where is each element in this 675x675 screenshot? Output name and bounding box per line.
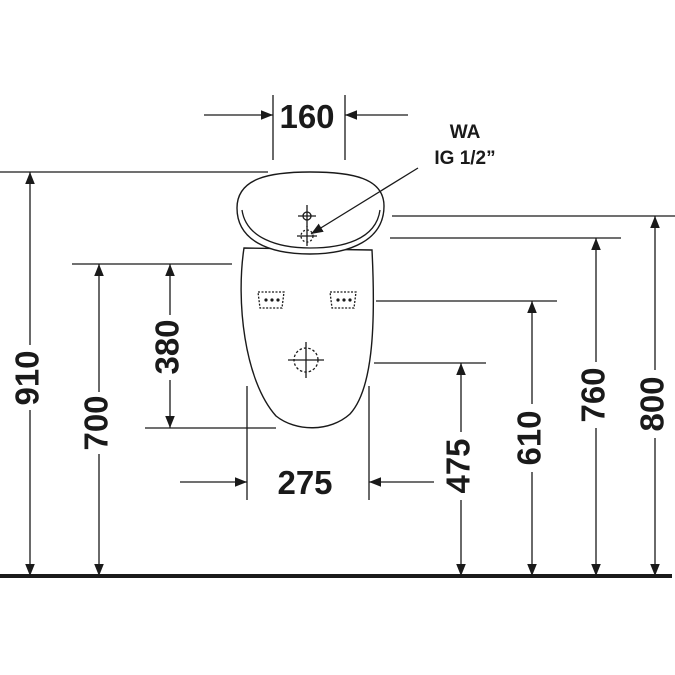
- urinal-inner-bowl: [241, 209, 381, 249]
- left-fixing-slot: [257, 291, 285, 309]
- dimension-160: 160: [204, 95, 408, 160]
- dimension-610: 610: [376, 300, 557, 576]
- dim-label-275: 275: [277, 464, 332, 501]
- urinal-lower-body: [240, 247, 375, 429]
- dim-label-910: 910: [9, 350, 46, 405]
- right-fixing-slot: [329, 291, 357, 309]
- top-drain-symbol: [298, 205, 316, 227]
- dim-label-700: 700: [78, 395, 115, 450]
- note-ig-thread: IG 1/2”: [434, 148, 495, 169]
- dimension-800: 800: [392, 215, 675, 576]
- urinal-body: [236, 171, 385, 429]
- dimension-760: 760: [390, 237, 621, 576]
- note-wa: WA: [450, 122, 481, 143]
- dim-label-380: 380: [149, 319, 186, 374]
- dimension-910: 910: [0, 171, 268, 576]
- dimension-380: 380: [145, 264, 276, 429]
- dim-label-760: 760: [575, 367, 612, 422]
- outlet-symbol: [288, 342, 324, 378]
- dim-label-475: 475: [440, 438, 477, 493]
- dimension-275: 275: [180, 386, 434, 501]
- dimension-700: 700: [72, 263, 232, 576]
- dim-label-610: 610: [511, 410, 548, 465]
- dim-label-800: 800: [634, 376, 671, 431]
- dimension-475: 475: [374, 362, 486, 576]
- dim-label-160: 160: [279, 98, 334, 135]
- water-inlet-leader: [310, 167, 419, 235]
- water-inlet-symbol: [297, 226, 317, 246]
